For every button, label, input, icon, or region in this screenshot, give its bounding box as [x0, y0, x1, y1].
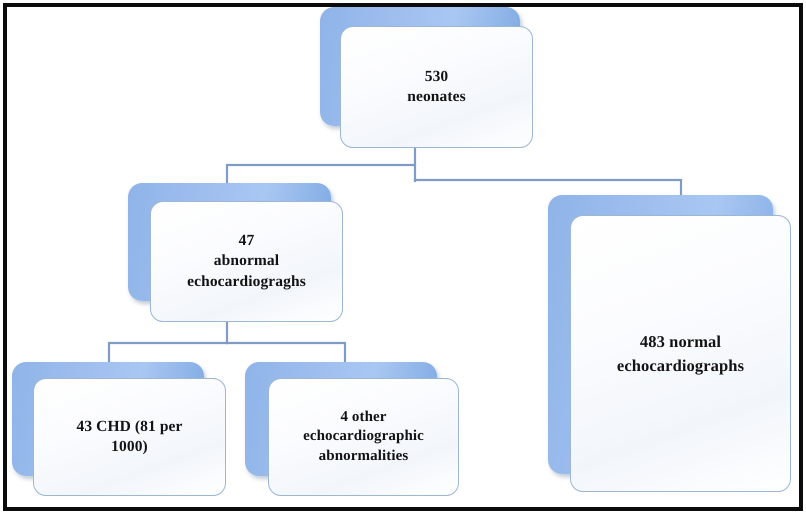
node-card[interactable]: 530 neonates — [340, 26, 533, 148]
node-chd[interactable]: 43 CHD (81 per 1000) — [10, 360, 227, 497]
node-card[interactable]: 483 normal echocardiographs — [570, 215, 791, 492]
node-card[interactable]: 4 other echocardiographic abnormalities — [268, 378, 459, 496]
node-card[interactable]: 47 abnormal echocardiograghs — [150, 201, 343, 322]
node-label: 43 CHD (81 per 1000) — [76, 417, 183, 455]
node-label: 4 other echocardiographic abnormalities — [303, 409, 424, 464]
node-label: 530 neonates — [407, 67, 466, 105]
node-abnormal-echocardiograghs[interactable]: 47 abnormal echocardiograghs — [126, 181, 346, 323]
node-normal-echocardiographs[interactable]: 483 normal echocardiographs — [546, 193, 792, 493]
node-total-neonates[interactable]: 530 neonates — [318, 5, 536, 150]
node-card[interactable]: 43 CHD (81 per 1000) — [33, 378, 226, 496]
node-other-abnormalities[interactable]: 4 other echocardiographic abnormalities — [243, 360, 459, 497]
node-label: 483 normal echocardiographs — [616, 331, 745, 375]
node-label: 47 abnormal echocardiograghs — [187, 231, 306, 290]
